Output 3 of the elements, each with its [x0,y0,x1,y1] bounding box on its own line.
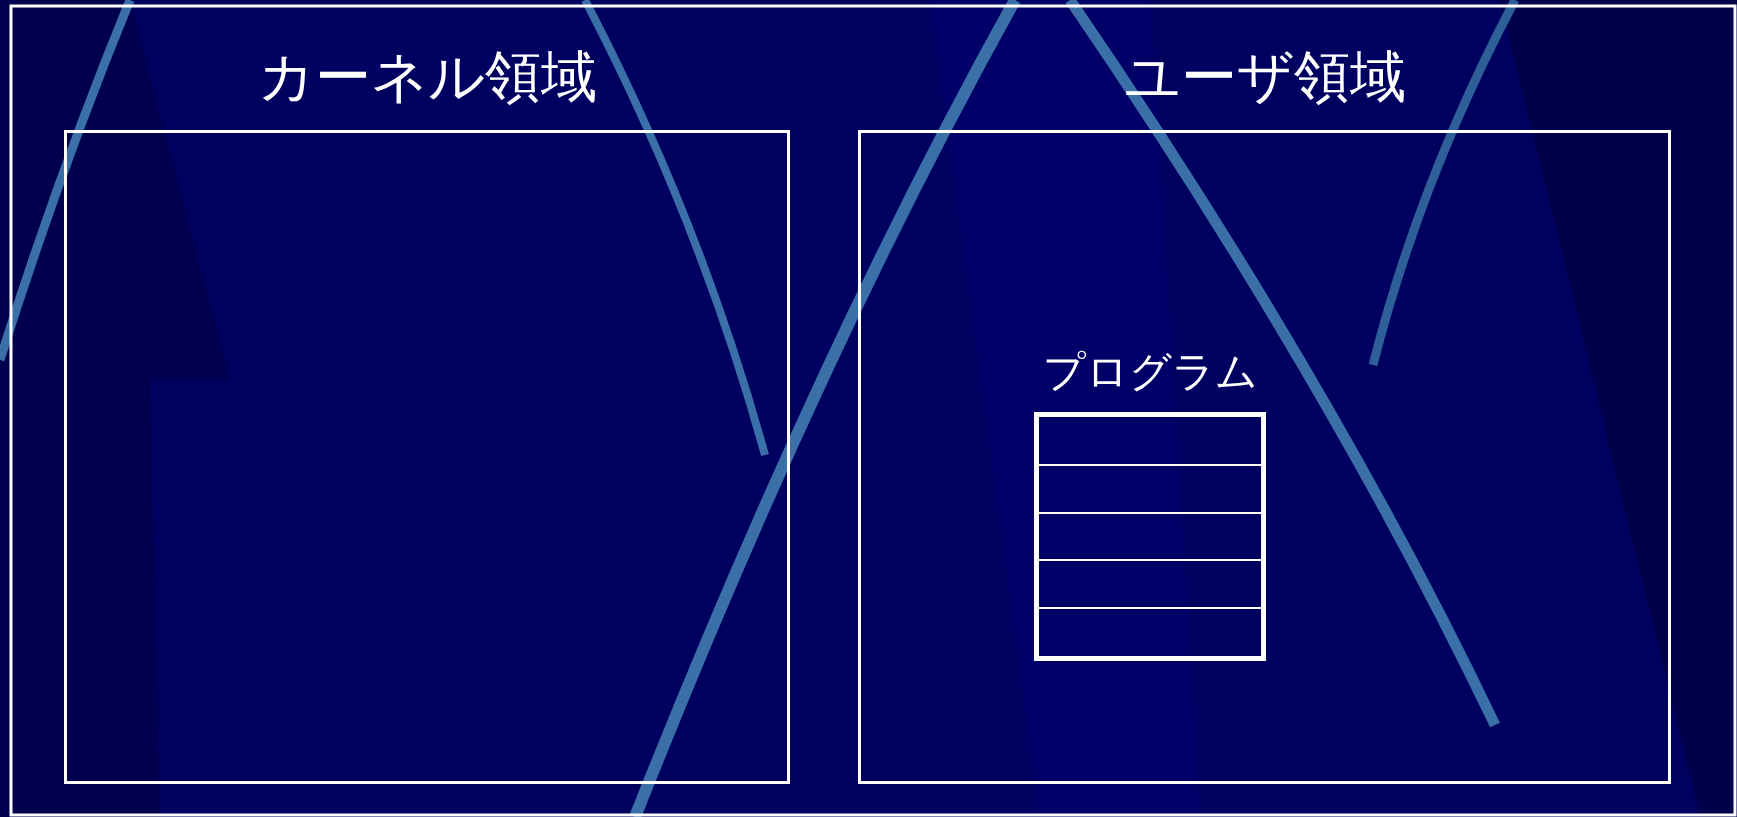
program-label: プログラム [1041,351,1259,393]
region-heading: カーネル領域 [256,49,598,105]
region-heading: ユーザ領域 [1122,49,1407,105]
